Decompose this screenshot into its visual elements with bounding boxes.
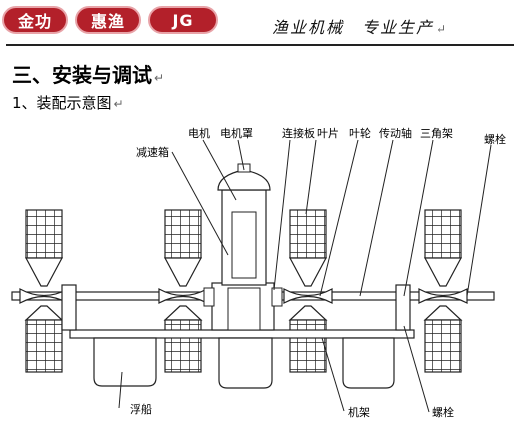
coupling [271, 287, 283, 307]
logo-jg: JG [148, 6, 218, 34]
subsection-title-text: 1、装配示意图 [12, 94, 112, 112]
blade-taper-upper [288, 257, 328, 287]
label-bolt-bottom: 螺栓 [432, 405, 454, 419]
impeller-hub [418, 287, 468, 305]
blade-taper-upper [163, 257, 203, 287]
header-slogan: 渔业机械 专业生产↵ [272, 14, 448, 38]
logo-jingong: 金功 [2, 6, 68, 34]
impeller-hubs [19, 287, 468, 305]
float-pontoon [218, 337, 273, 389]
blade-grid-lower [164, 319, 202, 373]
label-impeller: 叶轮 [349, 126, 371, 140]
label-bolt-top: 螺栓 [484, 132, 506, 146]
section-title: 三、安装与调试↵ [12, 59, 164, 88]
return-mark: ↵ [113, 97, 124, 111]
blade-taper-upper [423, 257, 463, 287]
blade-grid-upper [289, 209, 327, 259]
float-pontoon [93, 337, 157, 387]
label-motor: 电机 [188, 126, 210, 140]
tripod [395, 284, 411, 331]
reducer-inner [227, 287, 261, 331]
float-pontoon [342, 337, 395, 389]
impeller-paddles [24, 209, 463, 373]
logo-text: JG [172, 10, 194, 30]
label-tripod: 三角架 [420, 127, 453, 140]
label-reducer: 减速箱 [136, 145, 169, 159]
coupling [203, 287, 215, 307]
blade-grid-lower [424, 319, 462, 373]
label-frame: 机架 [348, 405, 370, 419]
subsection-title: 1、装配示意图↵ [12, 92, 124, 113]
blade-taper-upper [24, 257, 64, 287]
label-float: 浮船 [130, 402, 152, 416]
label-blade: 叶片 [317, 127, 339, 140]
return-mark: ↵ [154, 71, 165, 85]
logo-huiyu: 惠渔 [75, 6, 141, 34]
tripod [61, 284, 77, 331]
label-motor-cover: 电机罩 [220, 126, 253, 140]
label-drive-shaft: 传动轴 [379, 126, 412, 140]
motor-cover [217, 169, 271, 191]
label-connector-plate: 连接板 [282, 126, 315, 140]
blade-grid-upper [424, 209, 462, 259]
return-mark: ↵ [436, 22, 449, 36]
blade-grid-upper [25, 209, 63, 259]
header-rule [6, 44, 514, 46]
leader-lines [118, 139, 492, 413]
impeller-hub [19, 287, 69, 305]
blade-grid-upper [164, 209, 202, 259]
impeller-hub [158, 287, 208, 305]
section-title-text: 三、安装与调试 [12, 63, 152, 87]
blade-taper-lower [423, 305, 463, 321]
blade-grid-lower [289, 319, 327, 373]
blade-taper-lower [24, 305, 64, 321]
logo-text: 惠渔 [90, 12, 125, 31]
frame-rail [69, 329, 415, 339]
slogan-text: 渔业机械 专业生产 [272, 18, 435, 37]
blade-taper-lower [163, 305, 203, 321]
logo-text: 金功 [17, 12, 52, 31]
blade-grid-lower [25, 319, 63, 373]
motor-body [231, 211, 257, 279]
impeller-hub [283, 287, 333, 305]
document-header: 金功 惠渔 JG 渔业机械 专业生产↵ [0, 0, 520, 50]
blade-taper-lower [288, 305, 328, 321]
